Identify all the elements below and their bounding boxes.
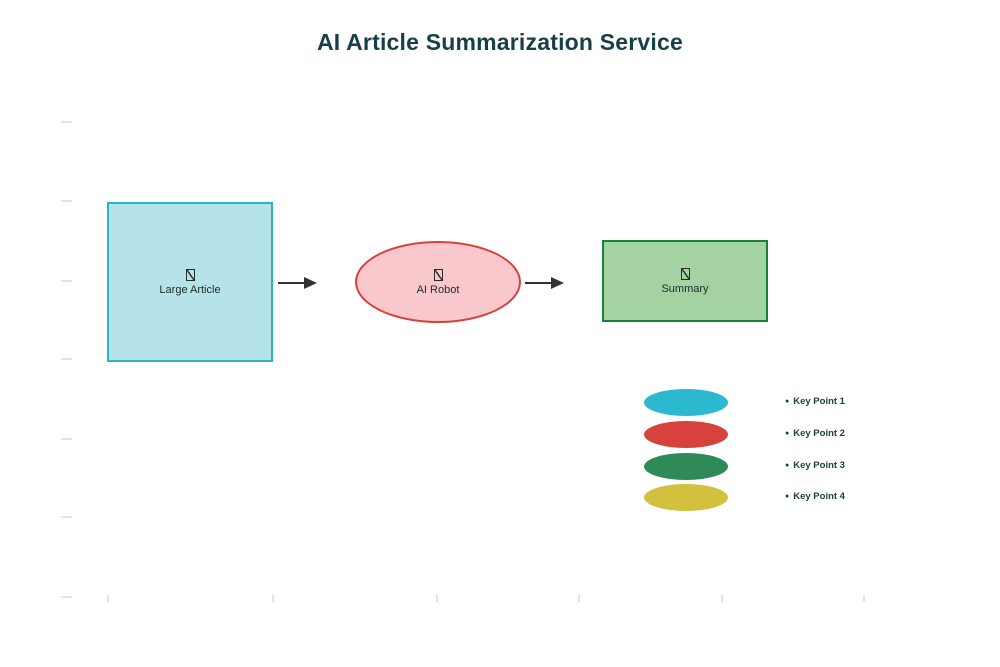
axis-tick [61, 438, 72, 440]
arrow-head-robot-to-summary [551, 277, 564, 289]
key-point-label-text: Key Point 1 [793, 396, 845, 407]
key-point-label-1: ● Key Point 1 [785, 396, 845, 407]
key-point-ellipse-4 [644, 484, 728, 511]
missing-glyph-icon [433, 268, 443, 281]
arrow-head-article-to-robot [304, 277, 317, 289]
axis-tick [863, 595, 865, 602]
key-point-label-4: ● Key Point 4 [785, 491, 845, 502]
axis-tick [61, 280, 72, 282]
key-point-label-text: Key Point 3 [793, 460, 845, 471]
key-point-ellipse-2 [644, 421, 728, 448]
axis-tick [578, 595, 580, 602]
key-point-ellipse-1 [644, 389, 728, 416]
node-label-summary: Summary [661, 282, 709, 295]
node-label-large-article: Large Article [159, 283, 221, 296]
axis-tick [107, 595, 109, 602]
node-summary: Summary [602, 240, 768, 322]
key-point-label-2: ● Key Point 2 [785, 428, 845, 439]
axis-tick [61, 121, 72, 123]
bullet-icon: ● [785, 462, 790, 469]
key-point-label-text: Key Point 4 [793, 491, 845, 502]
axis-tick [61, 516, 72, 518]
arrow-line-article-to-robot [278, 282, 305, 284]
arrow-line-robot-to-summary [525, 282, 552, 284]
bullet-icon: ● [785, 398, 790, 405]
key-point-label-text: Key Point 2 [793, 428, 845, 439]
key-point-ellipse-3 [644, 453, 728, 480]
node-ai-robot: AI Robot [355, 241, 521, 323]
axis-tick [61, 596, 72, 598]
missing-glyph-icon [185, 268, 195, 281]
axis-tick [61, 358, 72, 360]
axis-tick [272, 595, 274, 602]
axis-tick [436, 595, 438, 602]
key-point-label-3: ● Key Point 3 [785, 460, 845, 471]
page-title: AI Article Summarization Service [316, 29, 683, 55]
bullet-icon: ● [785, 493, 790, 500]
bullet-icon: ● [785, 430, 790, 437]
node-large-article: Large Article [107, 202, 273, 362]
axis-tick [61, 200, 72, 202]
node-label-ai-robot: AI Robot [416, 283, 460, 296]
axis-tick [721, 595, 723, 602]
missing-glyph-icon [680, 267, 690, 280]
